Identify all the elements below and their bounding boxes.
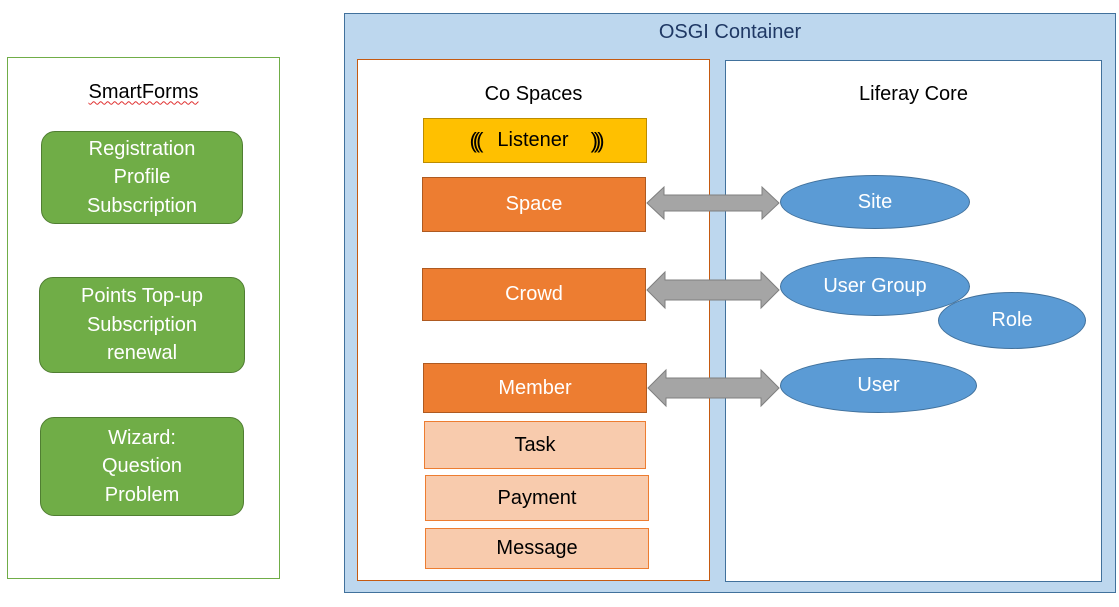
site-ellipse[interactable]: Site	[780, 175, 970, 229]
box-line: Registration	[88, 137, 196, 160]
left-wave-icon: (((	[469, 127, 483, 153]
liferay-core-title: Liferay Core	[859, 82, 968, 105]
box-line: Subscription	[86, 194, 198, 217]
box-line: Profile	[113, 166, 171, 189]
crowd-box[interactable]: Crowd	[422, 268, 646, 321]
smartforms-box-wizard[interactable]: Wizard: Question Problem	[40, 417, 244, 516]
listener-label: Listener	[497, 129, 569, 151]
box-line: Points Top-up	[81, 285, 203, 308]
box-line: renewal	[106, 342, 178, 365]
member-box[interactable]: Member	[423, 363, 647, 413]
smartforms-box-points-topup[interactable]: Points Top-up Subscription renewal	[39, 277, 245, 373]
role-ellipse[interactable]: Role	[938, 292, 1086, 349]
space-site-arrow	[646, 185, 780, 221]
crowd-usergroup-arrow	[646, 270, 780, 310]
box-line: Question	[101, 455, 183, 478]
box-line: Wizard:	[108, 426, 176, 449]
listener-box[interactable]: ((( Listener )))	[423, 118, 647, 163]
smartforms-box-registration[interactable]: Registration Profile Subscription	[41, 131, 243, 224]
co-spaces-title: Co Spaces	[484, 82, 583, 105]
task-box[interactable]: Task	[424, 421, 646, 469]
right-wave-icon: )))	[590, 127, 605, 153]
member-user-arrow	[647, 368, 780, 408]
smartforms-title: SmartForms	[88, 80, 199, 103]
user-group-ellipse[interactable]: User Group	[780, 257, 970, 316]
message-box[interactable]: Message	[425, 528, 649, 569]
payment-box[interactable]: Payment	[425, 475, 649, 521]
space-box[interactable]: Space	[422, 177, 646, 232]
box-line: Subscription	[86, 313, 198, 336]
box-line: Problem	[104, 483, 180, 506]
osgi-container-title: OSGI Container	[658, 20, 802, 43]
user-ellipse[interactable]: User	[780, 358, 977, 413]
